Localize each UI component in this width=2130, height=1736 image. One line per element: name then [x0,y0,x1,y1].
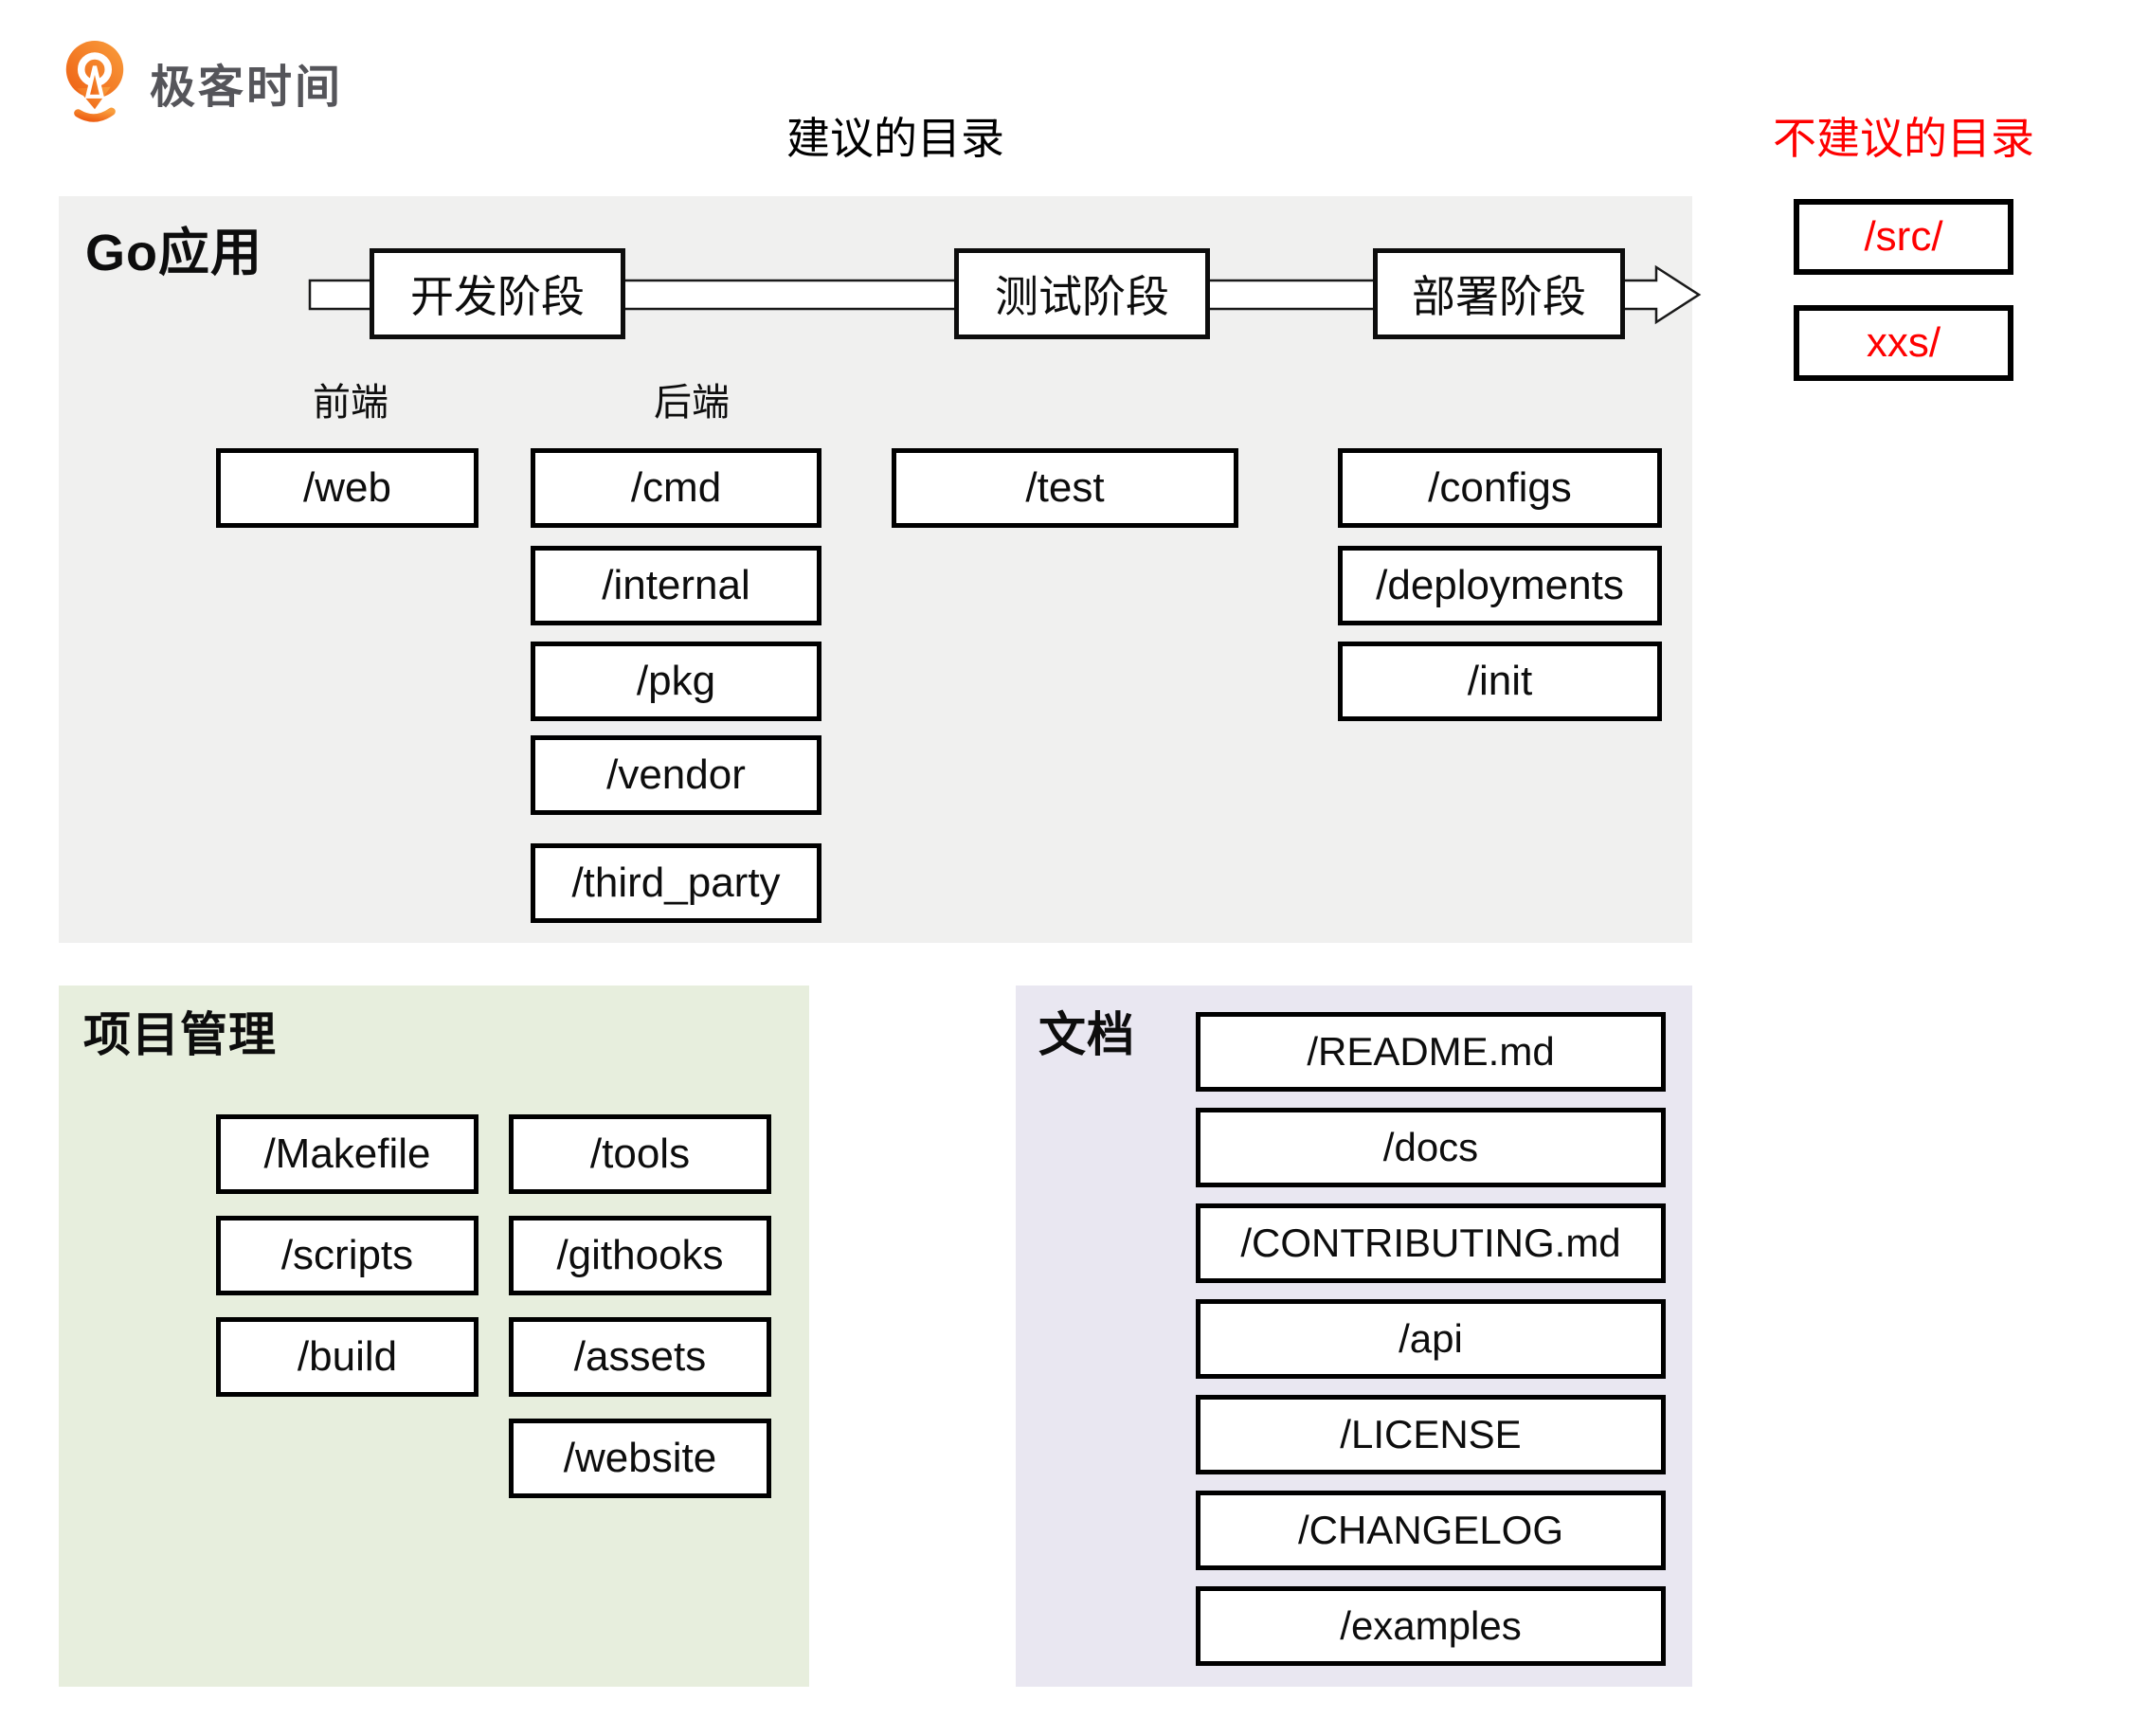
dir-box-examples: /examples [1196,1586,1666,1666]
dir-box-configs: /configs [1338,448,1662,528]
go-app-title: Go应用 [85,225,262,281]
backend-label: 后端 [654,382,730,424]
title-recommended: 建议的目录 [786,114,1004,163]
dir-box-contributing: /CONTRIBUTING.md [1196,1203,1666,1283]
dir-box-license: /LICENSE [1196,1395,1666,1474]
dir-box-website: /website [509,1419,771,1498]
dir-box-githooks: /githooks [509,1216,771,1295]
dir-box-deployments: /deployments [1338,546,1662,625]
dir-box-makefile: /Makefile [216,1114,478,1194]
dir-box-pkg: /pkg [531,642,821,721]
dir-box-changelog: /CHANGELOG [1196,1491,1666,1570]
docs-title: 文档 [1038,1008,1135,1061]
dir-box-api: /api [1196,1299,1666,1379]
brand: 极客时间 [55,36,343,125]
phase-box-deploy: 部署阶段 [1373,248,1625,339]
dir-box-init: /init [1338,642,1662,721]
dir-box-src: /src/ [1794,199,2013,275]
dir-box-scripts: /scripts [216,1216,478,1295]
dir-box-web: /web [216,448,478,528]
dir-box-tools: /tools [509,1114,771,1194]
dir-box-cmd: /cmd [531,448,821,528]
phase-box-dev: 开发阶段 [370,248,625,339]
geektime-logo-icon [65,41,124,122]
dir-box-third-party: /third_party [531,843,821,923]
dir-box-internal: /internal [531,546,821,625]
brand-name: 极客时间 [150,63,344,113]
dir-box-test: /test [892,448,1238,528]
project-mgmt-title: 项目管理 [83,1008,277,1061]
phase-box-test: 测试阶段 [954,248,1210,339]
dir-box-build: /build [216,1317,478,1397]
title-not-recommended: 不建议的目录 [1773,114,2034,163]
dir-box-readme: /README.md [1196,1012,1666,1092]
dir-box-vendor: /vendor [531,735,821,815]
dir-box-assets: /assets [509,1317,771,1397]
dir-box-docs: /docs [1196,1108,1666,1187]
frontend-label: 前端 [313,382,388,424]
dir-box-xxs: xxs/ [1794,305,2013,381]
